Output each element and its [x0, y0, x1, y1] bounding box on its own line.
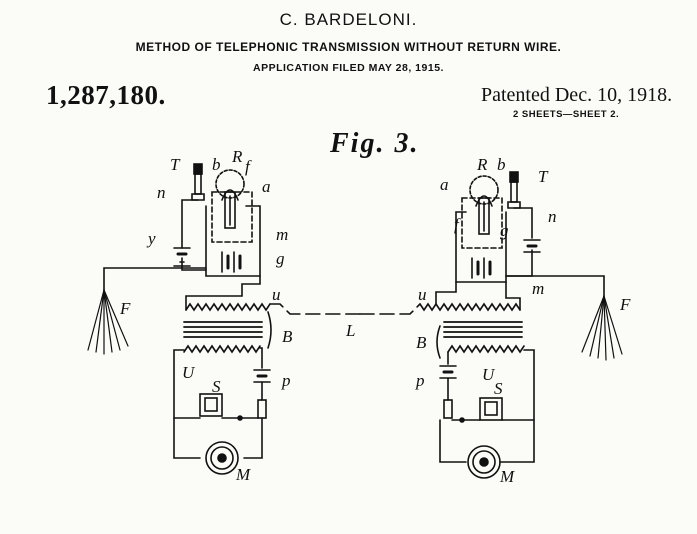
right-microphone-icon [469, 175, 499, 235]
label-m-right: m [532, 279, 544, 298]
application-filed: APPLICATION FILED MAY 28, 1915. [253, 62, 444, 74]
label-T-left: T [170, 155, 181, 174]
right-antenna-icon [581, 295, 623, 361]
right-battery-y [523, 239, 541, 253]
right-transmitter-box [455, 211, 507, 283]
left-secondary-return [243, 417, 263, 459]
label-U-right: U [482, 365, 496, 384]
right-motor-icon [467, 445, 501, 479]
right-brace-B [436, 325, 441, 359]
left-transformer-core [183, 321, 263, 338]
left-station [87, 163, 361, 475]
left-telephone-receiver-icon [191, 163, 205, 201]
patent-date: Patented Dec. 10, 1918. [481, 84, 673, 106]
right-coil-U [447, 344, 525, 354]
right-antenna-wire [505, 275, 605, 297]
right-telephone-receiver-icon [507, 171, 521, 209]
left-battery-p-wire [259, 347, 263, 369]
label-B-left: B [282, 327, 293, 346]
label-R-right: R [476, 155, 488, 174]
right-transformer-core [443, 321, 523, 338]
right-secondary-loop [499, 349, 535, 463]
label-p-left: p [281, 371, 291, 390]
label-F-left: F [119, 299, 131, 318]
left-primary-wire [185, 275, 261, 311]
sheet-count: 2 SHEETS—SHEET 2. [513, 109, 620, 120]
label-u-right: u [418, 285, 427, 304]
right-primary-wire [435, 281, 457, 305]
figure-caption: Fig. 3. [330, 128, 420, 159]
label-a-left: a [262, 177, 271, 196]
label-n-left: n [157, 183, 166, 202]
label-R-left: R [231, 147, 243, 166]
label-L: L [345, 321, 355, 340]
label-M-left: M [235, 465, 251, 484]
left-antenna-icon [87, 289, 129, 355]
line-L [359, 303, 421, 315]
left-secondary-loop [173, 349, 201, 459]
right-battery-g [471, 257, 492, 279]
label-S-left: S [212, 377, 221, 396]
label-M-right: M [499, 467, 515, 486]
right-battery-p [439, 365, 457, 419]
label-F-right: F [619, 295, 631, 314]
label-f-right: f [454, 215, 461, 234]
right-station [419, 171, 623, 479]
left-battery-p [253, 369, 271, 419]
label-y-left: y [146, 229, 156, 248]
label-n-right: n [548, 207, 557, 226]
label-B-right: B [416, 333, 427, 352]
left-brace-B [267, 311, 272, 349]
label-u-left: u [272, 285, 281, 304]
right-primary-return [505, 281, 521, 311]
left-line-n [181, 199, 207, 271]
inventor-name: C. BARDELONI. [279, 10, 418, 29]
left-coil-U [183, 344, 261, 354]
label-g-left: g [276, 249, 285, 268]
label-T-right: T [538, 167, 549, 186]
left-battery-g [221, 251, 242, 273]
label-S-right: S [494, 379, 503, 398]
right-apparatus-S-icon [451, 397, 535, 423]
label-b-right: b [497, 155, 506, 174]
patent-title: METHOD OF TELEPHONIC TRANSMISSION WITHOU… [135, 40, 562, 54]
left-apparatus-S-icon [173, 393, 259, 421]
label-f-left: f [245, 157, 252, 176]
left-line-to-L [269, 303, 361, 315]
label-p-right: p [415, 371, 425, 390]
label-a-right: a [440, 175, 449, 194]
right-secondary-return [439, 419, 467, 463]
left-motor-icon [205, 441, 239, 475]
right-coil-u [419, 302, 521, 312]
left-relay-frame [211, 191, 253, 243]
left-antenna-wire [103, 267, 207, 291]
left-coil-u [185, 302, 271, 312]
patent-number: 1,287,180. [46, 80, 166, 110]
left-battery-y [173, 247, 191, 267]
label-U-left: U [182, 363, 196, 382]
label-g-right: g [500, 221, 509, 240]
right-relay-frame [461, 197, 503, 249]
left-microphone-icon [215, 169, 245, 229]
right-line-n [505, 207, 533, 277]
label-b-left: b [212, 155, 221, 174]
label-m-left: m [276, 225, 288, 244]
